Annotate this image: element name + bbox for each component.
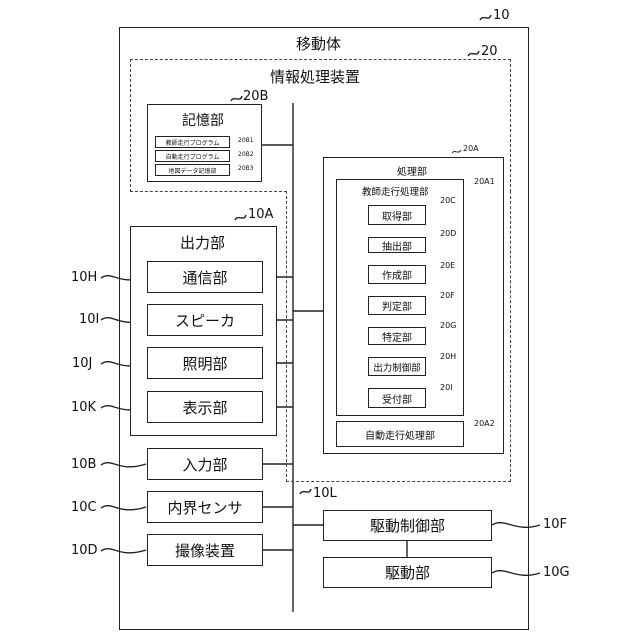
camera-device-ref: 10D: [71, 543, 98, 558]
storage-item-teacher-program: 教師走行プログラム: [155, 136, 230, 148]
identification-unit-ref: 20G: [440, 321, 456, 330]
mobile-body-title: 移動体: [296, 33, 341, 54]
storage-title: 記憶部: [182, 110, 224, 130]
drive-unit-ref: 10G: [543, 565, 570, 580]
internal-sensor-ref: 10C: [71, 500, 97, 515]
drive-control-unit: 駆動制御部: [323, 510, 492, 541]
lighting-unit-ref: 10J: [72, 356, 92, 371]
input-unit-ref: 10B: [71, 457, 96, 472]
processing-title: 処理部: [397, 163, 427, 178]
input-unit: 入力部: [147, 448, 263, 480]
storage-item-auto-program: 自動走行プログラム: [155, 150, 230, 162]
speaker-ref: 10I: [79, 312, 99, 327]
creation-unit-ref: 20E: [440, 261, 455, 270]
acquisition-unit: 取得部: [368, 205, 426, 225]
info-device-title: 情報処理装置: [270, 66, 360, 87]
creation-unit: 作成部: [368, 265, 426, 284]
auto-processing-ref: 20A2: [474, 419, 495, 428]
bus-ref: 10L: [313, 486, 337, 501]
determination-unit: 判定部: [368, 296, 426, 315]
mobile-body-ref: 10: [493, 8, 510, 23]
communication-unit-ref: 10H: [71, 270, 97, 285]
lighting-unit: 照明部: [147, 347, 263, 379]
processing-ref: 20A: [463, 144, 479, 153]
storage-ref: 20B: [243, 89, 268, 104]
extraction-unit-ref: 20D: [440, 229, 456, 238]
display-unit-ref: 10K: [71, 400, 96, 415]
output-title: 出力部: [180, 232, 225, 253]
reception-unit-ref: 20I: [440, 383, 453, 392]
output-control-unit-ref: 20H: [440, 352, 456, 361]
drive-unit: 駆動部: [323, 557, 492, 588]
info-device-ref: 20: [481, 44, 498, 59]
display-unit: 表示部: [147, 391, 263, 423]
teacher-processing-title: 教師走行処理部: [362, 184, 429, 198]
teacher-processing-ref: 20A1: [474, 177, 495, 186]
communication-unit: 通信部: [147, 261, 263, 293]
identification-unit: 特定部: [368, 327, 426, 345]
camera-device: 撮像装置: [147, 534, 263, 566]
speaker: スピーカ: [147, 304, 263, 336]
storage-item-teacher-program-ref: 20B1: [238, 137, 254, 144]
storage-item-map-data-ref: 20B3: [238, 165, 254, 172]
output-control-unit: 出力制御部: [368, 357, 426, 376]
determination-unit-ref: 20F: [440, 291, 455, 300]
storage-item-auto-program-ref: 20B2: [238, 151, 254, 158]
drive-control-ref: 10F: [543, 517, 567, 532]
storage-item-map-data: 地図データ記憶部: [155, 164, 230, 176]
reception-unit: 受付部: [368, 388, 426, 408]
acquisition-unit-ref: 20C: [440, 196, 456, 205]
info-device-frame-step: [130, 191, 287, 192]
extraction-unit: 抽出部: [368, 237, 426, 253]
output-ref: 10A: [248, 207, 273, 222]
internal-sensor: 内界センサ: [147, 491, 263, 523]
auto-processing-unit: 自動走行処理部: [336, 421, 464, 447]
